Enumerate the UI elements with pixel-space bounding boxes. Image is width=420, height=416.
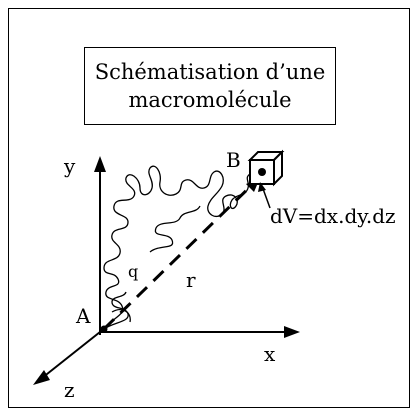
vector-r-line xyxy=(102,180,257,331)
small-q-label: q xyxy=(128,262,139,281)
macromolecule-strand xyxy=(103,291,129,330)
title-box: Schématisation d’une macromolécule xyxy=(84,47,336,125)
z-axis-label: z xyxy=(64,378,75,402)
macromolecule-chain xyxy=(103,165,263,330)
z-axis-arrow xyxy=(33,370,50,385)
point-a-dot xyxy=(100,325,108,333)
cube-icon xyxy=(247,149,285,187)
figure-frame xyxy=(8,8,410,408)
point-b-label: B xyxy=(226,148,241,172)
title-line-2: macromolécule xyxy=(128,88,292,112)
macromolecule-strand-2 xyxy=(149,205,201,253)
z-axis-line xyxy=(41,331,101,379)
volume-label: dV=dx.dy.dz xyxy=(270,204,396,228)
y-axis-label: y xyxy=(64,154,76,178)
y-axis-arrow xyxy=(94,156,106,172)
angle-arc xyxy=(111,308,131,323)
volume-pointer-arrow xyxy=(258,182,266,192)
vector-r-label: r xyxy=(186,268,196,292)
title-line-1: Schématisation d’une xyxy=(94,59,326,84)
point-a-label: A xyxy=(76,304,91,328)
x-axis-arrow xyxy=(284,326,300,338)
x-axis-label: x xyxy=(264,342,276,366)
